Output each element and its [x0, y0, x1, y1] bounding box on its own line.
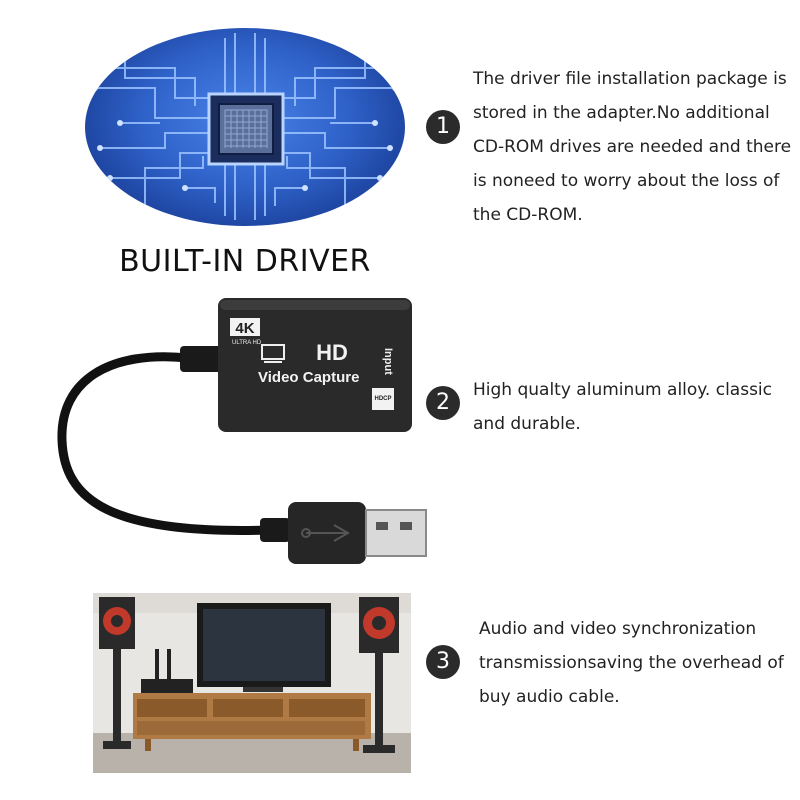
section3-line: transmissionsaving the overhead of [479, 653, 784, 673]
section3-line: Audio and video synchronization [479, 619, 757, 639]
video-capture-device-image: 4K ULTRA HD HD Video Capture Input HDCP [50, 290, 430, 580]
step-1-number: 1 [436, 114, 450, 139]
step-3-number: 3 [436, 649, 450, 674]
circuit-board-image [85, 28, 405, 226]
section3-description: Audio and video synchronization transmis… [479, 612, 794, 714]
hd-logo: HD [316, 340, 348, 365]
4k-label: 4K [235, 320, 254, 337]
step-3-badge: 3 [426, 645, 460, 679]
section2-line: High qualty aluminum alloy. classic [473, 380, 773, 400]
built-in-driver-title: BUILT-IN DRIVER [119, 244, 371, 279]
section2-description: High qualty aluminum alloy. classic and … [473, 373, 793, 441]
ultra-hd-label: ULTRA HD [232, 340, 262, 346]
input-label: Input [382, 348, 394, 375]
section1-line: CD-ROM drives are needed and there [473, 137, 792, 157]
step-1-badge: 1 [426, 110, 460, 144]
step-2-badge: 2 [426, 386, 460, 420]
section1-line: the CD-ROM. [473, 205, 583, 225]
hdcp-label: HDCP [374, 396, 391, 402]
section1-line: The driver file installation package is [473, 69, 787, 89]
section2-line: and durable. [473, 414, 581, 434]
section1-line: is noneed to worry about the loss of [473, 171, 780, 191]
step-2-number: 2 [436, 390, 450, 415]
video-capture-label: Video Capture [258, 369, 359, 386]
living-room-photo [93, 593, 411, 773]
section1-line: stored in the adapter.No additional [473, 103, 770, 123]
section3-line: buy audio cable. [479, 687, 620, 707]
section1-description: The driver file installation package is … [473, 62, 793, 232]
